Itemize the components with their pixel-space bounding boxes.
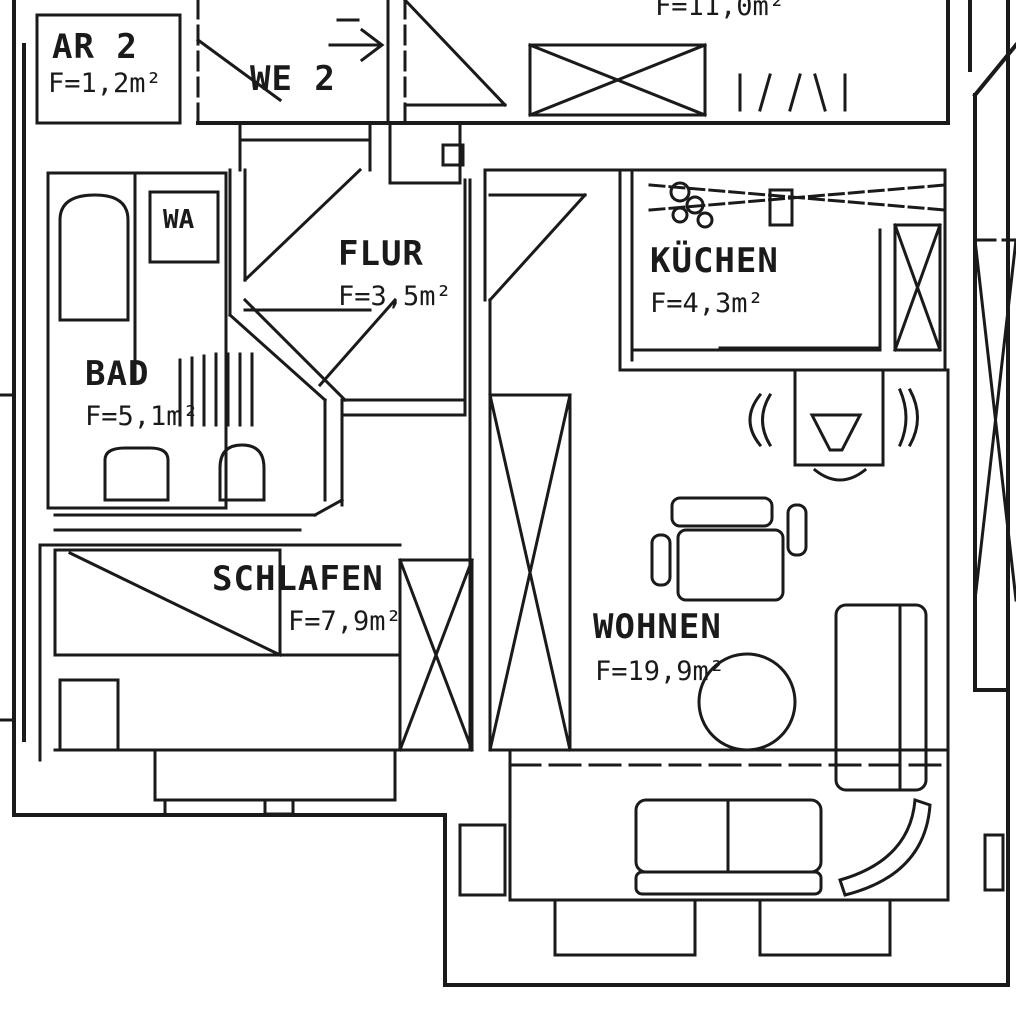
right-exterior [0, 238, 1016, 722]
room-labels: AR 2 F=1,2m² WE 2 F=11,0m² FLUR F=3,5m² … [48, 0, 785, 687]
wohnen-room-name: WOHNEN [593, 607, 722, 647]
schlafen-room-name: SCHLAFEN [212, 559, 384, 599]
flur-room-name: FLUR [338, 234, 424, 274]
top-room-area: F=11,0m² [655, 0, 785, 22]
schlafen-room [38, 543, 474, 816]
wohnen-room-area: F=19,9m² [595, 656, 725, 687]
flur-walls [227, 121, 472, 752]
ar-room [35, 13, 182, 125]
outer-walls [12, 0, 1016, 987]
wohnen-room [458, 298, 1005, 957]
kuechen-room [483, 168, 947, 372]
schlafen-room-area: F=7,9m² [288, 606, 402, 637]
bad-room-area: F=5,1m² [85, 401, 199, 432]
we-label: WE 2 [250, 59, 336, 99]
bad-room [46, 171, 345, 532]
top-room-cabinet [528, 43, 847, 117]
kuechen-room-name: KÜCHEN [650, 240, 779, 281]
ar-room-name: AR 2 [52, 27, 138, 67]
flur-room-area: F=3,5m² [338, 281, 452, 312]
wa-label: WA [163, 205, 195, 235]
ar-room-area: F=1,2m² [48, 68, 162, 99]
we-entrance [195, 0, 508, 125]
bad-room-name: BAD [85, 354, 149, 394]
kuechen-room-area: F=4,3m² [650, 288, 764, 319]
